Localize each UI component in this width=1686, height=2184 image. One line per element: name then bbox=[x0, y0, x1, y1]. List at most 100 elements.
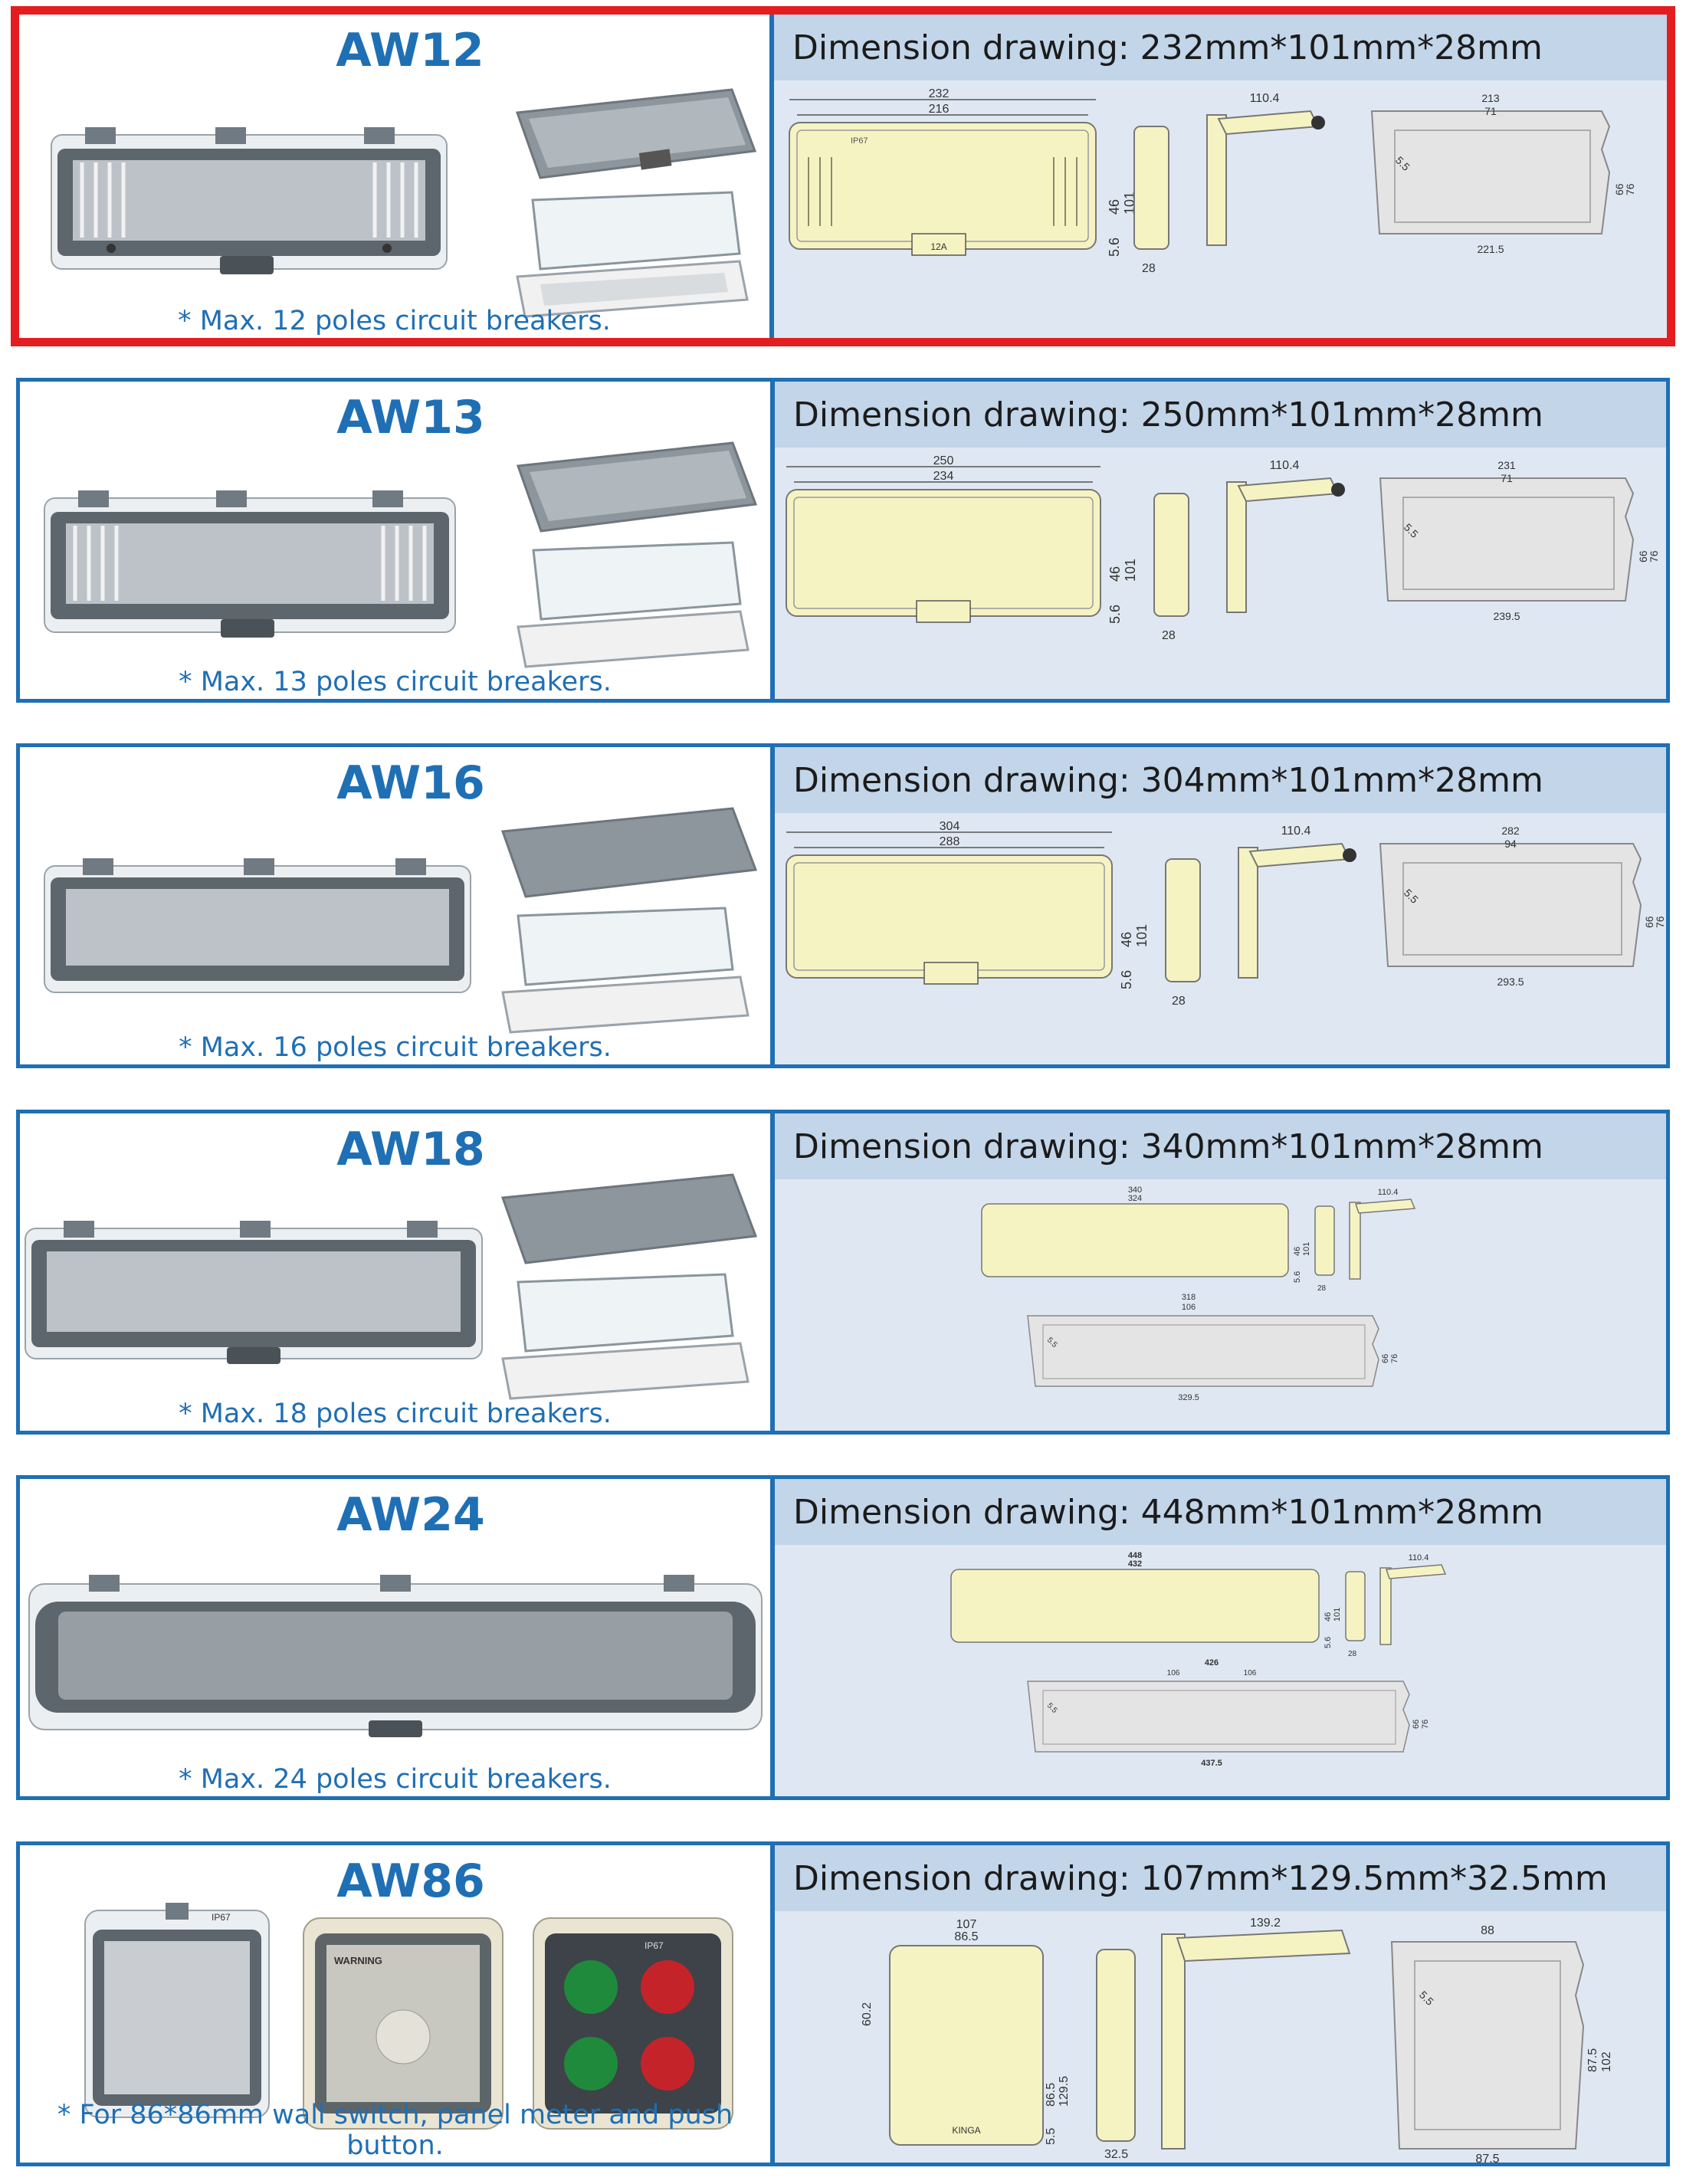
dimension-drawing: 232 216 12A IP67 46 101 5.6 28 110.4 213… bbox=[789, 87, 1636, 275]
svg-text:28: 28 bbox=[1172, 995, 1186, 1008]
svg-text:102: 102 bbox=[1600, 2051, 1613, 2072]
svg-text:304: 304 bbox=[940, 820, 960, 833]
dimension-heading: Dimension drawing: 340mm*101mm*28mm bbox=[775, 1113, 1666, 1179]
product-panel-aw16[interactable]: AW16 * Max. 16 poles circuit breakers. D… bbox=[16, 743, 1670, 1068]
dimension-area: Dimension drawing: 232mm*101mm*28mm 232 … bbox=[774, 15, 1667, 338]
svg-text:101: 101 bbox=[1333, 1608, 1342, 1622]
enclosure-closed-photo bbox=[515, 88, 757, 179]
product-panel-aw13[interactable]: AW13 * Max. 13 poles circuit breakers. D… bbox=[16, 378, 1670, 703]
dimension-heading: Dimension drawing: 448mm*101mm*28mm bbox=[775, 1479, 1666, 1545]
dimension-drawing: 107 86.5 60.2 86.5 129.5 5.5 KINGA 32.5 … bbox=[861, 1917, 1613, 2164]
svg-text:426: 426 bbox=[1205, 1658, 1219, 1668]
svg-text:86.5: 86.5 bbox=[1045, 2083, 1058, 2107]
svg-text:5.6: 5.6 bbox=[1324, 1637, 1333, 1648]
panel-divider bbox=[770, 1845, 775, 2163]
enclosure-open-photo bbox=[501, 907, 750, 1034]
enclosure-front-photo bbox=[51, 127, 448, 274]
product-caption: * For 86*86mm wall switch, panel meter a… bbox=[57, 2100, 733, 2161]
svg-text:76: 76 bbox=[1624, 183, 1636, 195]
svg-text:106: 106 bbox=[1182, 1303, 1196, 1312]
product-caption: * Max. 18 poles circuit breakers. bbox=[179, 1399, 612, 1429]
svg-text:46: 46 bbox=[1324, 1612, 1333, 1622]
svg-text:76: 76 bbox=[1654, 916, 1666, 928]
svg-text:250: 250 bbox=[933, 454, 954, 467]
enclosure-open-photo bbox=[501, 1273, 750, 1400]
svg-text:28: 28 bbox=[1142, 262, 1156, 275]
dimension-drawing: 304 288 46 101 5.6 28 110.4 282 94 5.5 6… bbox=[786, 820, 1666, 1008]
svg-text:76: 76 bbox=[1390, 1354, 1399, 1363]
dimension-heading: Dimension drawing: 232mm*101mm*28mm bbox=[774, 15, 1667, 80]
model-title: AW16 bbox=[336, 756, 485, 810]
svg-text:293.5: 293.5 bbox=[1497, 976, 1524, 988]
model-title: AW86 bbox=[336, 1854, 485, 1908]
svg-text:46: 46 bbox=[1119, 932, 1134, 947]
svg-text:76: 76 bbox=[1421, 1720, 1430, 1729]
dimension-area: Dimension drawing: 250mm*101mm*28mm 250 … bbox=[775, 382, 1666, 699]
enclosure-closed-photo bbox=[516, 441, 758, 533]
svg-text:5.6: 5.6 bbox=[1107, 238, 1122, 257]
svg-text:110.4: 110.4 bbox=[1409, 1553, 1429, 1563]
product-photo-area: AW24 * Max. 24 poles circuit breakers. bbox=[20, 1479, 770, 1796]
product-panel-aw24[interactable]: AW24 * Max. 24 poles circuit breakers. D… bbox=[16, 1475, 1670, 1800]
product-panel-aw86[interactable]: AW86 IP67 WARNING IP67 * For 86*86mm wal… bbox=[16, 1841, 1670, 2166]
panel-divider bbox=[770, 1113, 775, 1431]
product-photo-area: AW86 IP67 WARNING IP67 * For 86*86mm wal… bbox=[20, 1845, 770, 2163]
product-panel-aw12[interactable]: AW12 * Max. 12 poles circuit breakers. bbox=[11, 6, 1675, 346]
product-photo-area: AW16 * Max. 16 poles circuit breakers. bbox=[20, 747, 770, 1064]
svg-text:448: 448 bbox=[1128, 1551, 1142, 1560]
svg-text:282: 282 bbox=[1501, 825, 1520, 837]
svg-text:101: 101 bbox=[1134, 924, 1150, 947]
svg-text:66: 66 bbox=[1412, 1720, 1421, 1729]
svg-text:66: 66 bbox=[1637, 550, 1649, 562]
svg-text:28: 28 bbox=[1348, 1650, 1357, 1658]
svg-text:5.6: 5.6 bbox=[1293, 1271, 1302, 1283]
svg-text:87.5: 87.5 bbox=[1586, 2048, 1599, 2072]
panel-divider bbox=[769, 15, 774, 338]
svg-text:432: 432 bbox=[1128, 1559, 1142, 1569]
svg-text:KINGA: KINGA bbox=[952, 2125, 980, 2136]
product-photo-area: AW12 * Max. 12 poles circuit breakers. bbox=[19, 15, 769, 338]
enclosure-open-photo bbox=[517, 541, 750, 668]
product-panel-aw18[interactable]: AW18 * Max. 18 poles circuit breakers. D… bbox=[16, 1110, 1670, 1435]
svg-text:437.5: 437.5 bbox=[1201, 1759, 1222, 1768]
svg-text:107: 107 bbox=[956, 1918, 977, 1931]
enclosure-front-photo bbox=[44, 858, 471, 993]
svg-text:5.6: 5.6 bbox=[1107, 605, 1123, 624]
push-button-cover-photo: IP67 bbox=[533, 1917, 733, 2130]
svg-text:101: 101 bbox=[1302, 1242, 1311, 1256]
panel-divider bbox=[770, 382, 775, 699]
product-caption: * Max. 16 poles circuit breakers. bbox=[179, 1032, 612, 1063]
svg-text:106: 106 bbox=[1244, 1669, 1257, 1677]
svg-text:329.5: 329.5 bbox=[1178, 1393, 1199, 1402]
product-caption: * Max. 24 poles circuit breakers. bbox=[179, 1764, 612, 1795]
svg-text:232: 232 bbox=[929, 87, 950, 100]
product-photo-area: AW18 * Max. 18 poles circuit breakers. bbox=[20, 1113, 770, 1431]
svg-text:5.6: 5.6 bbox=[1119, 970, 1134, 989]
panel-divider bbox=[770, 1479, 775, 1796]
dimension-area: Dimension drawing: 107mm*129.5mm*32.5mm … bbox=[775, 1845, 1666, 2164]
wall-socket-cover-photo: WARNING bbox=[303, 1917, 504, 2130]
svg-text:IP67: IP67 bbox=[212, 1912, 231, 1923]
svg-text:239.5: 239.5 bbox=[1493, 610, 1520, 622]
svg-text:66: 66 bbox=[1643, 916, 1655, 928]
svg-text:129.5: 129.5 bbox=[1058, 2076, 1071, 2107]
enclosure-front-photo bbox=[25, 1221, 483, 1364]
svg-text:340: 340 bbox=[1128, 1185, 1142, 1195]
dimension-heading: Dimension drawing: 250mm*101mm*28mm bbox=[775, 382, 1666, 448]
wall-cover-blank-photo: IP67 bbox=[84, 1903, 270, 2118]
svg-text:324: 324 bbox=[1128, 1194, 1142, 1203]
dimension-drawing: 340 324 46 101 5.6 28 110.4 318 106 5.5 … bbox=[981, 1185, 1416, 1402]
enclosure-closed-photo bbox=[500, 807, 758, 898]
dimension-area: Dimension drawing: 340mm*101mm*28mm 340 … bbox=[775, 1113, 1666, 1431]
model-title: AW12 bbox=[336, 24, 484, 77]
svg-text:106: 106 bbox=[1167, 1669, 1180, 1677]
svg-text:101: 101 bbox=[1123, 559, 1138, 582]
svg-text:216: 216 bbox=[929, 103, 950, 116]
product-photo-area: AW13 * Max. 13 poles circuit breakers. bbox=[20, 382, 770, 699]
svg-text:IP67: IP67 bbox=[645, 1940, 664, 1951]
dimension-heading: Dimension drawing: 107mm*129.5mm*32.5mm bbox=[775, 1845, 1666, 1911]
svg-text:32.5: 32.5 bbox=[1104, 2148, 1128, 2161]
svg-text:110.4: 110.4 bbox=[1270, 459, 1300, 472]
enclosure-open-photo bbox=[516, 191, 749, 318]
model-title: AW18 bbox=[336, 1123, 485, 1176]
